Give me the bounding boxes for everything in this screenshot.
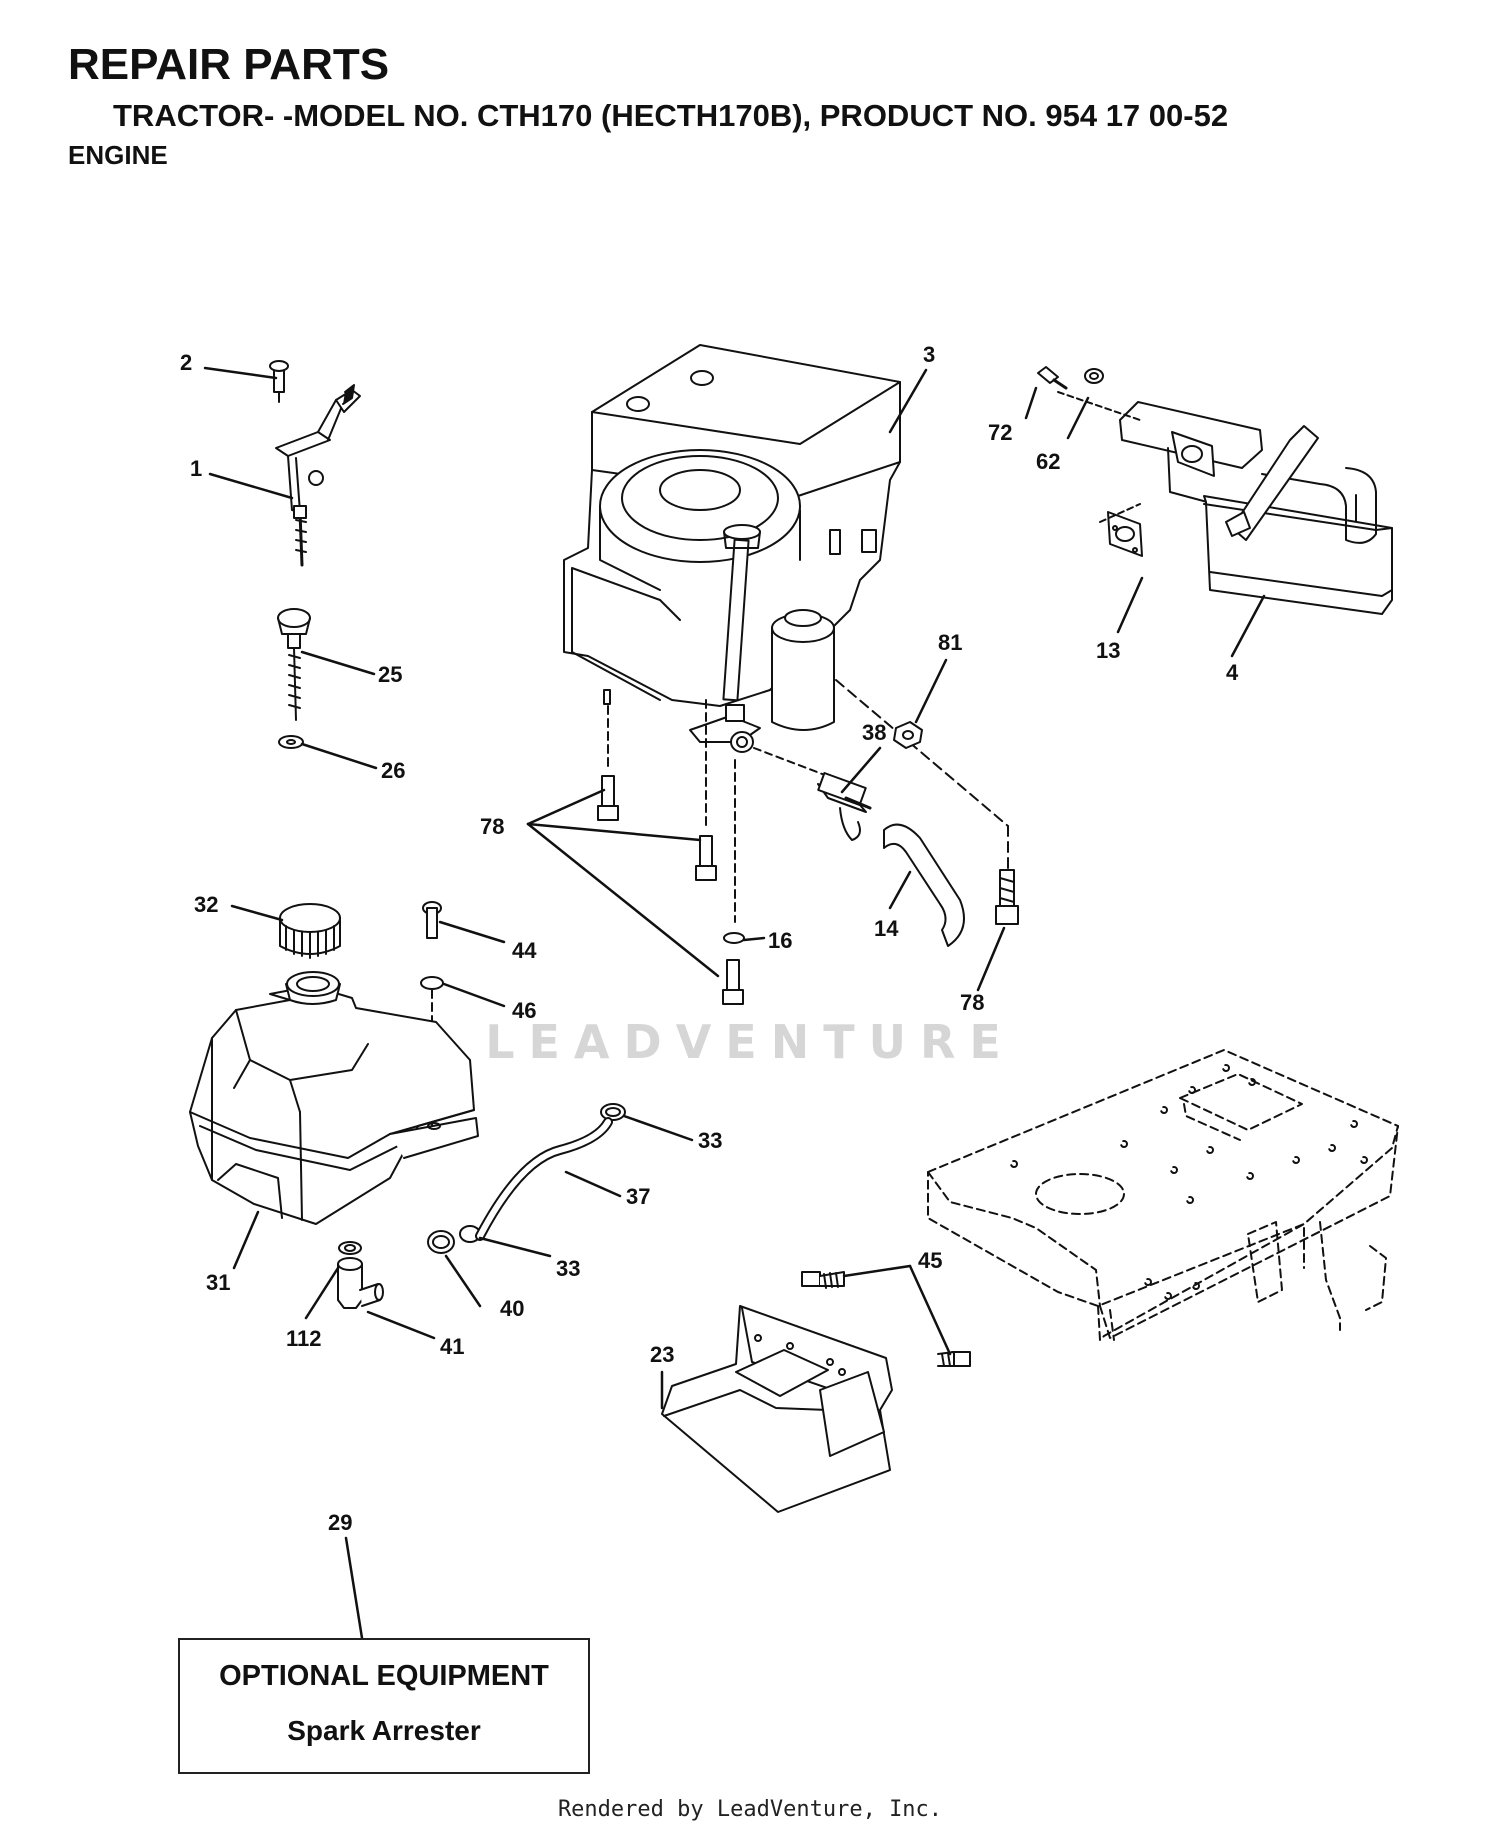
leader-lines — [203, 366, 1266, 1640]
callout-46: 46 — [512, 998, 536, 1023]
callout-112: 112 — [286, 1326, 322, 1351]
callout-44: 44 — [512, 938, 537, 963]
fuel-tank-assembly — [189, 901, 626, 1309]
callout-41: 41 — [440, 1334, 464, 1359]
callout-81: 81 — [938, 630, 962, 655]
callout-62: 62 — [1036, 449, 1060, 474]
page-title: REPAIR PARTS — [68, 40, 390, 89]
callout-78-right: 78 — [960, 990, 984, 1015]
section-title: ENGINE — [68, 140, 168, 170]
callout-23: 23 — [650, 1342, 674, 1367]
callout-25: 25 — [378, 662, 402, 687]
callout-labels: 2 1 3 72 62 13 4 25 26 81 38 14 16 78 78… — [180, 342, 1239, 1535]
heat-shield — [661, 1271, 971, 1513]
watermark-text: LEADVENTURE — [485, 1015, 1015, 1069]
callout-14: 14 — [874, 916, 899, 941]
callout-2: 2 — [180, 350, 192, 375]
callout-4: 4 — [1226, 660, 1239, 685]
engine-assembly — [563, 344, 901, 753]
model-subtitle: TRACTOR- -MODEL NO. CTH170 (HECTH170B), … — [113, 98, 1229, 133]
callout-33-upper: 33 — [698, 1128, 722, 1153]
callout-40: 40 — [500, 1296, 524, 1321]
tractor-frame — [927, 1049, 1399, 1341]
callout-26: 26 — [381, 758, 405, 783]
callout-78-left: 78 — [480, 814, 504, 839]
callout-45: 45 — [918, 1248, 942, 1273]
callout-72: 72 — [988, 420, 1012, 445]
callout-16: 16 — [768, 928, 792, 953]
optional-equipment-box: OPTIONAL EQUIPMENT Spark Arrester — [178, 1638, 590, 1774]
callout-29: 29 — [328, 1510, 352, 1535]
footer-credit: Rendered by LeadVenture, Inc. — [557, 1797, 943, 1822]
callout-13: 13 — [1096, 638, 1120, 663]
callout-1: 1 — [190, 456, 202, 481]
throttle-control — [269, 360, 361, 567]
callout-38: 38 — [862, 720, 886, 745]
callout-33-lower: 33 — [556, 1256, 580, 1281]
callout-3: 3 — [923, 342, 935, 367]
callout-32: 32 — [194, 892, 218, 917]
muffler-assembly — [1037, 366, 1393, 615]
callout-37: 37 — [626, 1184, 650, 1209]
mounting-bolts — [597, 699, 745, 1005]
callout-31: 31 — [206, 1270, 230, 1295]
optional-equipment-item: Spark Arrester — [287, 1715, 481, 1746]
optional-equipment-title: OPTIONAL EQUIPMENT — [219, 1660, 549, 1692]
choke-knob — [277, 608, 311, 749]
fuel-line-assembly — [753, 679, 1019, 947]
